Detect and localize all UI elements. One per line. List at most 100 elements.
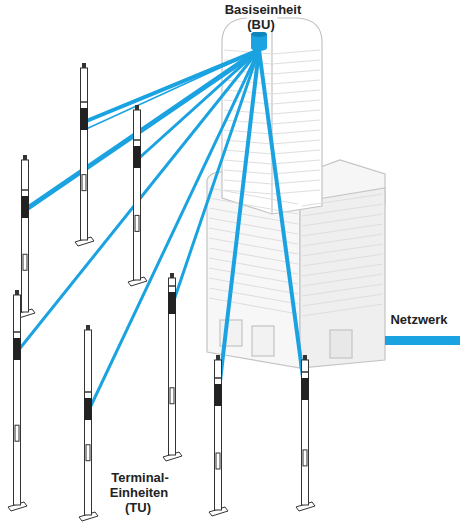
window-stripe xyxy=(209,298,298,314)
window-stripe xyxy=(209,188,298,204)
pole-body xyxy=(85,330,92,515)
pole-hatch xyxy=(86,445,90,461)
pole-antenna-band xyxy=(214,384,222,406)
window-stripe xyxy=(302,224,383,236)
pole-cap xyxy=(216,355,220,360)
pole-hatch xyxy=(303,450,307,466)
pole-hatch xyxy=(23,254,27,270)
pole-cap xyxy=(170,273,174,278)
pole-antenna-band xyxy=(301,378,309,400)
window-stripe xyxy=(209,208,298,224)
radio-beam xyxy=(84,50,259,130)
pole-body xyxy=(215,360,222,510)
callout-label: Netzwerk xyxy=(380,312,458,327)
pole-hatch xyxy=(15,425,19,441)
pole-bolt xyxy=(214,377,222,379)
pole-antenna-band xyxy=(80,108,88,130)
callout-label: Basiseinheit (BU) xyxy=(212,2,312,32)
terminal-pole xyxy=(79,325,98,521)
window-stripe xyxy=(302,274,383,286)
radio-beams xyxy=(17,50,305,412)
pole-antenna-band xyxy=(133,146,141,168)
window-stripe xyxy=(302,204,383,216)
window-stripe xyxy=(209,258,298,274)
tower-corner xyxy=(271,22,272,214)
terminal-pole xyxy=(163,273,182,461)
window-stripe xyxy=(302,284,383,296)
pole-hatch xyxy=(135,215,139,231)
pole-hatch xyxy=(170,388,174,404)
pole-body xyxy=(134,110,141,280)
pole-cap xyxy=(23,155,27,160)
window-stripe xyxy=(272,100,320,104)
pole-bolt xyxy=(133,139,141,141)
terminal-pole xyxy=(8,290,27,511)
pole-antenna-band xyxy=(84,398,92,420)
pole-bolt xyxy=(21,189,29,191)
window-stripe xyxy=(272,180,320,184)
pole-body xyxy=(169,278,176,455)
door xyxy=(252,326,274,356)
door xyxy=(330,330,352,358)
window-stripe xyxy=(272,170,320,174)
radio-beam xyxy=(25,50,259,210)
label-text: Terminal- Einheiten (TU) xyxy=(109,470,169,515)
pole-cap xyxy=(15,290,19,295)
radio-beam xyxy=(259,50,305,392)
window-stripe xyxy=(209,278,298,294)
label-text: Basiseinheit (BU) xyxy=(223,2,302,32)
window-stripe xyxy=(302,304,383,316)
window-stripe xyxy=(272,80,320,84)
window-stripe xyxy=(272,130,320,134)
window-stripe xyxy=(272,70,320,74)
radio-beam xyxy=(172,50,259,306)
window-stripe xyxy=(302,234,383,246)
window-stripe xyxy=(272,140,320,144)
pole-body xyxy=(302,360,309,505)
pole-body xyxy=(14,295,21,505)
callout-label: Terminal- Einheiten (TU) xyxy=(100,470,178,515)
pole-bolt xyxy=(80,101,88,103)
window-stripe xyxy=(272,120,320,124)
terminal-pole xyxy=(209,355,228,516)
pole-hatch xyxy=(82,175,86,191)
pole-cap xyxy=(82,63,86,68)
terminal-pole xyxy=(128,105,147,286)
window-stripe xyxy=(272,110,320,114)
window-stripe xyxy=(302,264,383,276)
window-stripe xyxy=(302,254,383,266)
window-stripe xyxy=(272,150,320,154)
window-stripe xyxy=(302,244,383,256)
pole-antenna-band xyxy=(168,292,176,314)
window-stripe xyxy=(272,50,320,54)
window-stripe xyxy=(209,288,298,304)
radio-beam xyxy=(218,50,259,398)
pole-hatch xyxy=(216,453,220,469)
window-stripe xyxy=(272,90,320,94)
window-stripe xyxy=(224,120,272,124)
pole-bolt xyxy=(84,391,92,393)
window-stripe xyxy=(224,160,272,164)
window-stripes xyxy=(209,50,383,316)
terminal-pole xyxy=(75,63,94,246)
window-stripe xyxy=(209,198,298,214)
terminal-pole xyxy=(296,355,315,511)
window-stripe xyxy=(224,180,272,184)
window-stripe xyxy=(224,170,272,174)
label-text: Netzwerk xyxy=(388,312,449,327)
window-stripe xyxy=(302,214,383,226)
pole-cap xyxy=(303,355,307,360)
pole-cap xyxy=(135,105,139,110)
window-stripe xyxy=(272,160,320,164)
base-unit-bottom xyxy=(251,45,267,51)
window-stripe xyxy=(272,60,320,64)
pole-antenna-band xyxy=(13,338,21,360)
pole-bolt xyxy=(13,331,21,333)
pole-body xyxy=(22,160,29,312)
pole-cap xyxy=(86,325,90,330)
window-stripe xyxy=(302,294,383,306)
window-stripe xyxy=(209,268,298,284)
lower-right-face xyxy=(300,188,385,368)
